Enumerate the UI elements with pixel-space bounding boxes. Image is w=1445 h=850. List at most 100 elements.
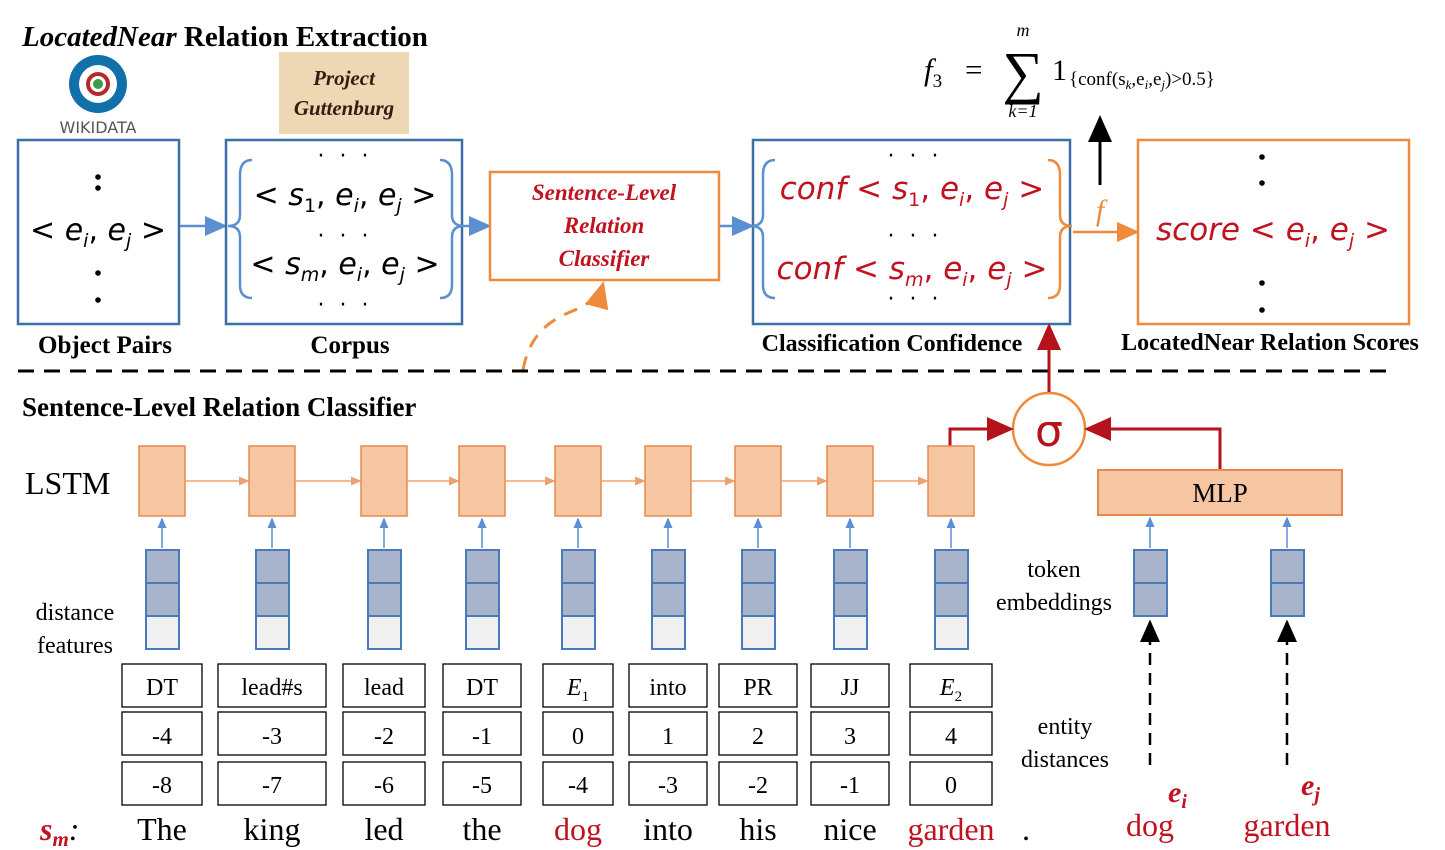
embedding-slot-distance [934, 615, 969, 650]
lstm-cell [734, 445, 782, 517]
lstm-cell [138, 445, 186, 517]
entity-i-symbol: ei [1168, 776, 1187, 813]
distance2-cell [718, 761, 798, 806]
formula-indicator: 1 [1052, 54, 1067, 87]
lstm-label: LSTM [25, 465, 110, 501]
sentence-word: his [739, 811, 776, 847]
embedding-slot-distance [561, 615, 596, 650]
embedding-slot-distance [255, 615, 290, 650]
lstm-cell [644, 445, 692, 517]
corpus-dots-bottom: · · · [318, 293, 373, 318]
tag-text: PR [743, 675, 772, 701]
tag-text: lead#s [241, 675, 302, 701]
mlp-label: MLP [1192, 478, 1248, 508]
formula-condition: {conf(sk,ei,ej)>0.5} [1069, 69, 1215, 92]
tag-cell [121, 663, 203, 708]
distance1-cell [628, 711, 708, 756]
sentence-word: king [244, 811, 301, 847]
embedding-slot-1 [145, 549, 180, 584]
classifier-line1: Sentence-Level [532, 180, 677, 205]
corpus-right-brace [439, 158, 465, 300]
embedding-slot-1 [465, 549, 500, 584]
confidence-dots-bottom: · · · [888, 287, 943, 312]
distance2-text: 0 [945, 773, 957, 799]
score-ei-ej: score < ei, ej > [1156, 212, 1390, 252]
distance2-text: -8 [152, 773, 172, 799]
lstm-cell [554, 445, 602, 517]
formula-sum-bottom: k=1 [1008, 101, 1037, 121]
embedding-slot-distance [651, 615, 686, 650]
scores-label: LocatedNear Relation Scores [1121, 330, 1419, 356]
confidence-right-brace [1047, 158, 1073, 300]
f-label: f [1096, 194, 1108, 227]
tag-cell [342, 663, 426, 708]
distance1-cell [909, 711, 993, 756]
distance1-cell [442, 711, 522, 756]
conf-s1: conf < s1, ei, ej > [780, 171, 1045, 211]
tag-text: lead [364, 675, 404, 701]
distance1-cell [217, 711, 327, 756]
confidence-box: · · · conf < s1, ei, ej > · · · conf < s… [750, 138, 1073, 326]
distance1-cell [810, 711, 890, 756]
sentence-word: nice [823, 811, 876, 847]
distance1-cell [342, 711, 426, 756]
corpus-dots-mid: · · · [318, 224, 373, 249]
pair-ei-ej: < ei, ej > [30, 213, 166, 252]
distance-features-label-1: distance [36, 600, 115, 626]
scores-box: score < ei, ej > [1136, 138, 1411, 326]
tag-cell [628, 663, 708, 708]
tag-cell [909, 663, 993, 708]
distance1-text: -3 [262, 724, 282, 750]
distance1-cell [542, 711, 614, 756]
distance1-text: -2 [374, 724, 394, 750]
distance2-cell [810, 761, 890, 806]
corpus-label: Corpus [310, 332, 389, 359]
distance2-cell [217, 761, 327, 806]
distance2-text: -3 [658, 773, 678, 799]
dashed-link-classifier [521, 281, 609, 371]
lstm-cell [458, 445, 506, 517]
tag-cell [217, 663, 327, 708]
embedding-slot-distance [367, 615, 402, 650]
token-embedding-i [1133, 516, 1168, 765]
wikidata-label: WIKIDATA [60, 118, 137, 137]
embedding-slot-2 [255, 582, 290, 617]
tag-cell [810, 663, 890, 708]
formula-f3: f3 = m ∑ k=1 1 {conf(sk,ei,ej)>0.5} [924, 20, 1215, 121]
arrow-mlp-to-sigma [1084, 417, 1222, 470]
object-pairs-label: Object Pairs [38, 332, 172, 359]
tag-text: DT [466, 675, 498, 701]
confidence-dots-mid: · · · [888, 224, 943, 249]
corpus-s1: < s1, ei, ej > [254, 178, 437, 217]
distance1-text: 0 [572, 724, 584, 750]
distance2-cell [909, 761, 993, 806]
sentence-word: The [137, 811, 187, 847]
token-embedding-j [1270, 516, 1305, 765]
embedding-slot-2 [741, 582, 776, 617]
tag-text: JJ [841, 675, 860, 701]
embedding-slot-1 [367, 549, 402, 584]
gutenberg-logo: Project Guttenburg [279, 52, 409, 134]
embedding-slot-1 [934, 549, 969, 584]
sentence-word: into [643, 811, 693, 847]
distance2-text: -5 [472, 773, 492, 799]
gutenberg-line1: Project [312, 66, 376, 90]
mlp-box: MLP [1097, 469, 1343, 516]
distance2-text: -1 [840, 773, 860, 799]
tag-text: E2 [939, 675, 962, 705]
wikidata-logo: WIKIDATA [60, 55, 137, 137]
distance2-cell [542, 761, 614, 806]
token-embeddings-label-2: embeddings [996, 590, 1112, 616]
formula-lhs: f3 [924, 52, 942, 92]
distance2-text: -6 [374, 773, 394, 799]
distance1-text: 2 [752, 724, 764, 750]
embedding-slot-2 [561, 582, 596, 617]
distance2-cell [442, 761, 522, 806]
entity-i-word: dog [1126, 807, 1174, 843]
tag-cell [542, 663, 614, 708]
embedding-slot-distance [741, 615, 776, 650]
conf-sm: conf < sm, ei, ej > [777, 251, 1048, 291]
distance1-text: 3 [844, 724, 856, 750]
embedding-slot-1 [561, 549, 596, 584]
distance1-text: -1 [472, 724, 492, 750]
